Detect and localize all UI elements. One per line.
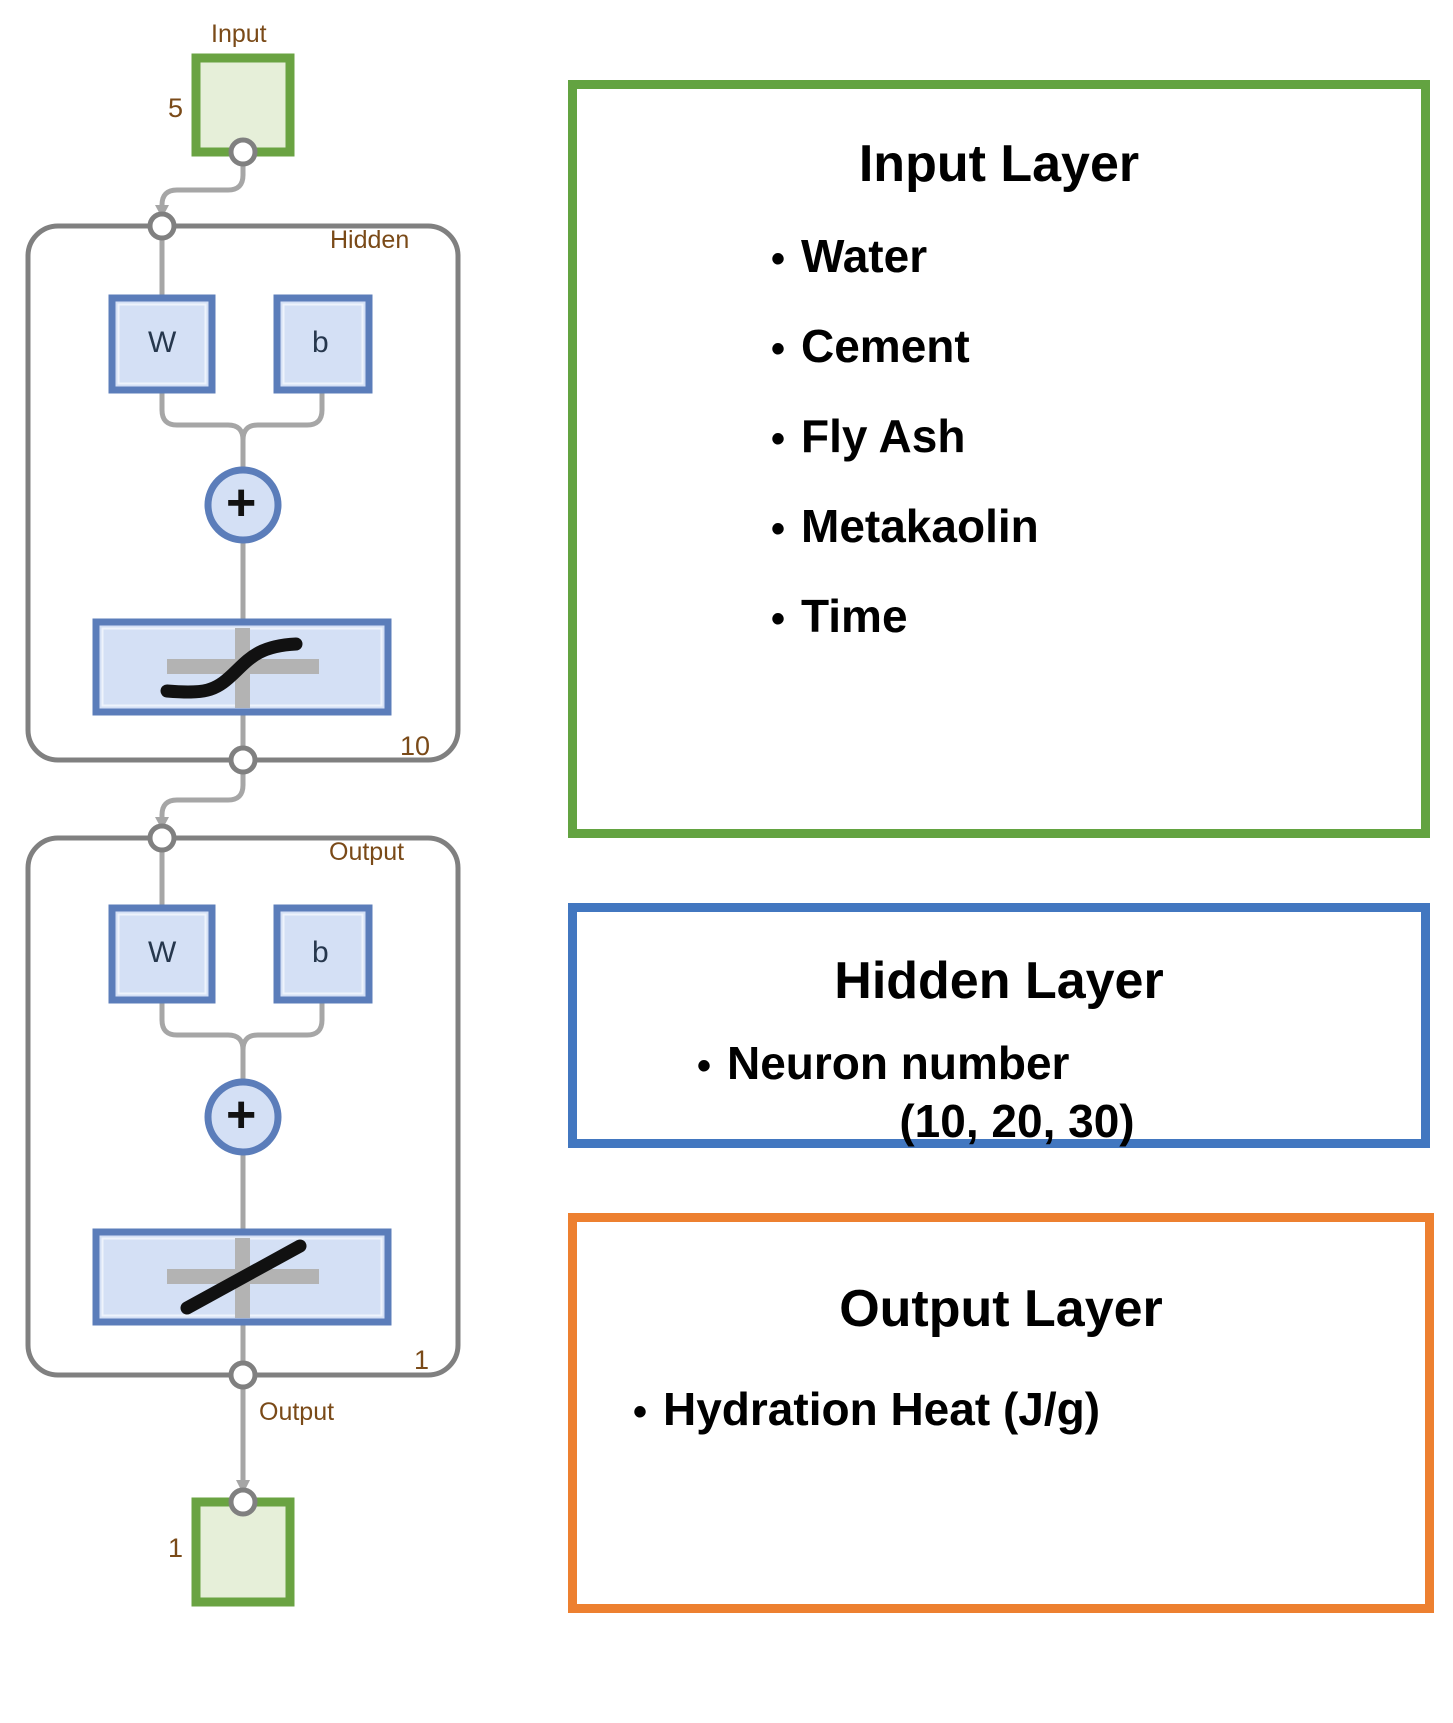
legend-item-label: Hydration Heat (J/g) (663, 1382, 1101, 1435)
list-item: • Fly Ash (755, 413, 1421, 459)
bullet-icon: • (770, 326, 785, 371)
list-item: • Metakaolin (755, 503, 1421, 549)
network-svg (25, 53, 461, 1607)
bullet-icon: • (770, 416, 785, 461)
legend-list-output-layer: • Hydration Heat (J/g) (617, 1386, 1425, 1432)
legend-item-label: Water (801, 229, 928, 282)
output-bias-label: b (312, 936, 329, 969)
port-dot-group (147, 137, 258, 1517)
hidden-activation-box[interactable] (92, 618, 392, 716)
wire-hidden-to-output (159, 757, 246, 841)
port-hidden-out (228, 745, 258, 775)
port-input-square-out (228, 137, 258, 167)
list-item: • Cement (755, 323, 1421, 369)
legend-title-input-layer: Input Layer (858, 135, 1140, 193)
hidden-bias-label: b (312, 326, 329, 359)
legend-item-label: Neuron number (727, 1036, 1070, 1089)
legend-item-label: Metakaolin (801, 499, 1039, 552)
list-item: • Neuron number (681, 1040, 1421, 1086)
output-node-square[interactable] (191, 1497, 295, 1607)
output-node-size: 1 (168, 1533, 184, 1563)
legend-title-hidden-layer: Hidden Layer (834, 952, 1164, 1010)
hidden-activation-sigmoid-curve (160, 637, 303, 699)
hidden-weight-box[interactable] (108, 294, 216, 394)
bullet-icon: • (770, 596, 785, 641)
bullet-icon: • (696, 1043, 711, 1088)
network-graph: Input 5 Hidden 10 Output 1 W b + W b + O… (0, 0, 500, 1723)
legend-card-input-layer: Input Layer • Water • Cement • Fly Ash •… (568, 80, 1430, 838)
legend-item-label: Fly Ash (801, 409, 966, 462)
port-output-out (228, 1360, 258, 1390)
output-block-size: 1 (414, 1345, 430, 1375)
legend-card-output-layer: Output Layer • Hydration Heat (J/g) (568, 1213, 1434, 1613)
arrowhead-into-output-square (236, 1480, 250, 1494)
legend-card-hidden-layer: Hidden Layer • Neuron number (10, 20, 30… (568, 903, 1430, 1148)
bullet-icon: • (632, 1389, 647, 1434)
output-weight-label: W (148, 936, 177, 969)
output-sum-circle[interactable] (204, 1078, 282, 1156)
output-node-label: Output (259, 1398, 335, 1426)
input-node-label: Input (211, 20, 267, 48)
output-activation-box[interactable] (92, 1228, 392, 1326)
hidden-weight-label: W (148, 326, 177, 359)
hidden-sum-symbol: + (226, 474, 257, 532)
hidden-sum-circle[interactable] (204, 466, 282, 544)
wire-hidden-w-to-sum (159, 387, 246, 473)
legend-list-input-layer: • Water • Cement • Fly Ash • Metakaolin … (755, 233, 1421, 639)
hidden-bias-box[interactable] (273, 294, 373, 394)
legend-list-hidden-layer: • Neuron number (681, 1040, 1421, 1086)
output-weight-box[interactable] (108, 904, 216, 1004)
input-node-size: 5 (168, 93, 184, 123)
list-item: • Water (755, 233, 1421, 279)
wire-input-to-hidden (159, 149, 246, 229)
legend-title-output-layer: Output Layer (839, 1280, 1163, 1338)
port-hidden-in (147, 211, 177, 241)
output-block-name: Output (329, 838, 405, 866)
wire-output-w-to-sum (159, 997, 246, 1085)
list-item: • Hydration Heat (J/g) (617, 1386, 1425, 1432)
port-output-square-in (228, 1487, 258, 1517)
output-activation-linear-line (180, 1239, 307, 1315)
port-output-in (147, 823, 177, 853)
legend-item-label: Time (801, 589, 908, 642)
hidden-block-size: 10 (400, 731, 431, 761)
output-bias-box[interactable] (273, 904, 373, 1004)
legend-hidden-neuron-counts: (10, 20, 30) (899, 1094, 1135, 1147)
list-item: • Time (755, 593, 1421, 639)
output-sum-symbol: + (226, 1086, 257, 1144)
hidden-block-name: Hidden (330, 226, 410, 254)
bullet-icon: • (770, 506, 785, 551)
wire-hidden-b-to-sum (240, 387, 325, 473)
legend-item-label: Cement (801, 319, 970, 372)
wire-output-b-to-sum (240, 997, 325, 1085)
bullet-icon: • (770, 236, 785, 281)
